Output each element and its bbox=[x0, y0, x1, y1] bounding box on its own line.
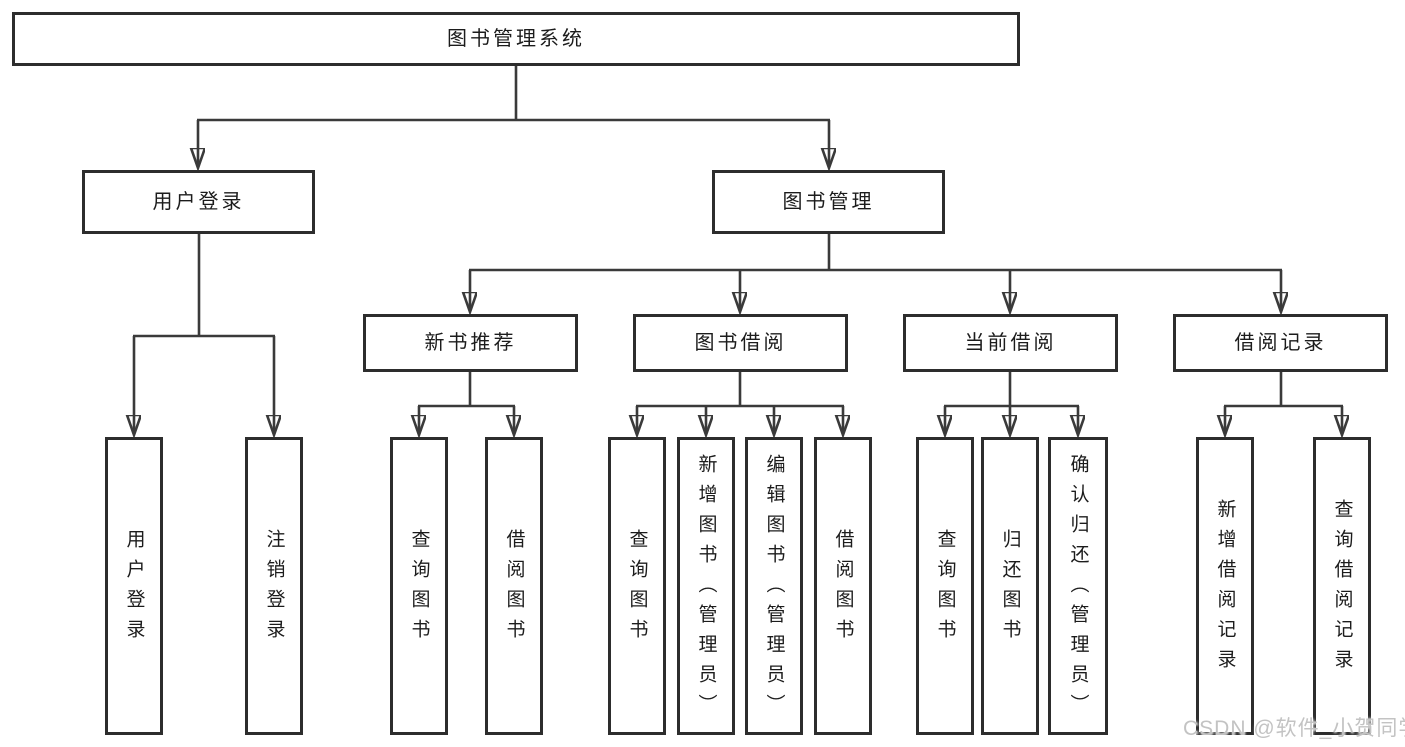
leaf-cb-query-books: 查询图书 bbox=[916, 437, 974, 735]
leaf-bb-borrow-books: 借阅图书 bbox=[814, 437, 872, 735]
node-book-management: 图书管理 bbox=[712, 170, 945, 234]
node-borrow-records: 借阅记录 bbox=[1173, 314, 1388, 372]
leaf-bb-add-books-admin: 新增图书（管理员） bbox=[677, 437, 735, 735]
watermark: CSDN @软件_小贺同学 bbox=[1183, 717, 1405, 740]
leaf-logout: 注销登录 bbox=[245, 437, 303, 735]
leaf-br-add-record: 新增借阅记录 bbox=[1196, 437, 1254, 735]
leaf-bb-query-books: 查询图书 bbox=[608, 437, 666, 735]
leaf-cb-confirm-return-admin: 确认归还（管理员） bbox=[1048, 437, 1108, 735]
node-user-login: 用户登录 bbox=[82, 170, 315, 234]
leaf-br-query-record: 查询借阅记录 bbox=[1313, 437, 1371, 735]
leaf-bb-edit-books-admin: 编辑图书（管理员） bbox=[745, 437, 803, 735]
node-current-borrow: 当前借阅 bbox=[903, 314, 1118, 372]
leaf-user-login: 用户登录 bbox=[105, 437, 163, 735]
leaf-nr-borrow-books: 借阅图书 bbox=[485, 437, 543, 735]
node-book-borrow: 图书借阅 bbox=[633, 314, 848, 372]
node-new-book-recommend: 新书推荐 bbox=[363, 314, 578, 372]
leaf-cb-return-books: 归还图书 bbox=[981, 437, 1039, 735]
leaf-nr-query-books: 查询图书 bbox=[390, 437, 448, 735]
node-root: 图书管理系统 bbox=[12, 12, 1020, 66]
